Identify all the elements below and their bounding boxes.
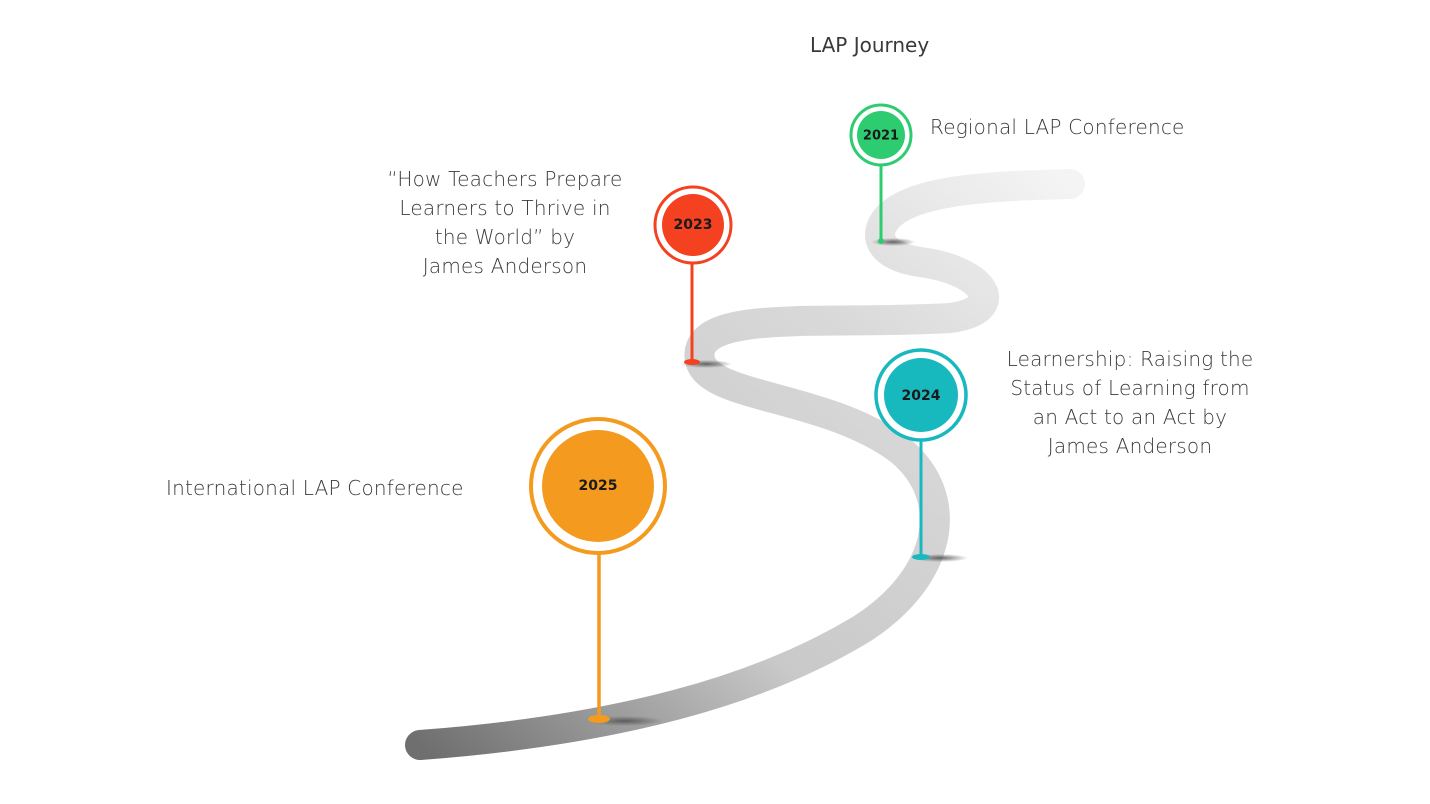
pin-inner-circle bbox=[662, 194, 724, 256]
pin-base-dot bbox=[684, 359, 700, 365]
description-line: “How Teachers Prepare bbox=[387, 167, 623, 191]
milestone-2021: 2021 bbox=[849, 103, 915, 246]
milestone-2025-description: International LAP Conference bbox=[166, 474, 464, 503]
description-line: James Anderson bbox=[422, 254, 588, 278]
year-label-2023: 2023 bbox=[674, 217, 713, 233]
milestone-2021-description: Regional LAP Conference bbox=[930, 113, 1185, 142]
pin-base-dot bbox=[588, 715, 610, 723]
milestone-2025: 2025 bbox=[529, 417, 667, 726]
year-label-2021: 2021 bbox=[863, 129, 899, 144]
description-line: James Anderson bbox=[1047, 434, 1213, 458]
description-line: Regional LAP Conference bbox=[930, 115, 1185, 139]
milestone-2024: 2024 bbox=[874, 348, 968, 562]
pin-base-dot bbox=[878, 238, 884, 244]
milestone-2023-description: “How Teachers Prepare Learners to Thrive… bbox=[360, 165, 650, 281]
description-line: Status of Learning from bbox=[1010, 376, 1250, 400]
description-line: Learnership: Raising the bbox=[1006, 347, 1254, 371]
year-label-2025: 2025 bbox=[579, 478, 618, 494]
milestone-2024-description: Learnership: Raising the Status of Learn… bbox=[985, 345, 1275, 461]
page-title: LAP Journey bbox=[810, 33, 930, 57]
pin-base-dot bbox=[912, 554, 930, 560]
pin-inner-circle bbox=[884, 358, 958, 432]
pin-inner-circle bbox=[857, 111, 905, 159]
pin-shadow bbox=[871, 238, 915, 246]
description-line: International LAP Conference bbox=[166, 476, 464, 500]
year-label-2024: 2024 bbox=[902, 388, 941, 404]
description-line: the World” by bbox=[434, 225, 576, 249]
pin-inner-circle bbox=[542, 430, 654, 542]
milestone-2023: 2023 bbox=[653, 185, 733, 368]
description-line: an Act to an Act by bbox=[1032, 405, 1228, 429]
description-line: Learners to Thrive in bbox=[399, 196, 611, 220]
